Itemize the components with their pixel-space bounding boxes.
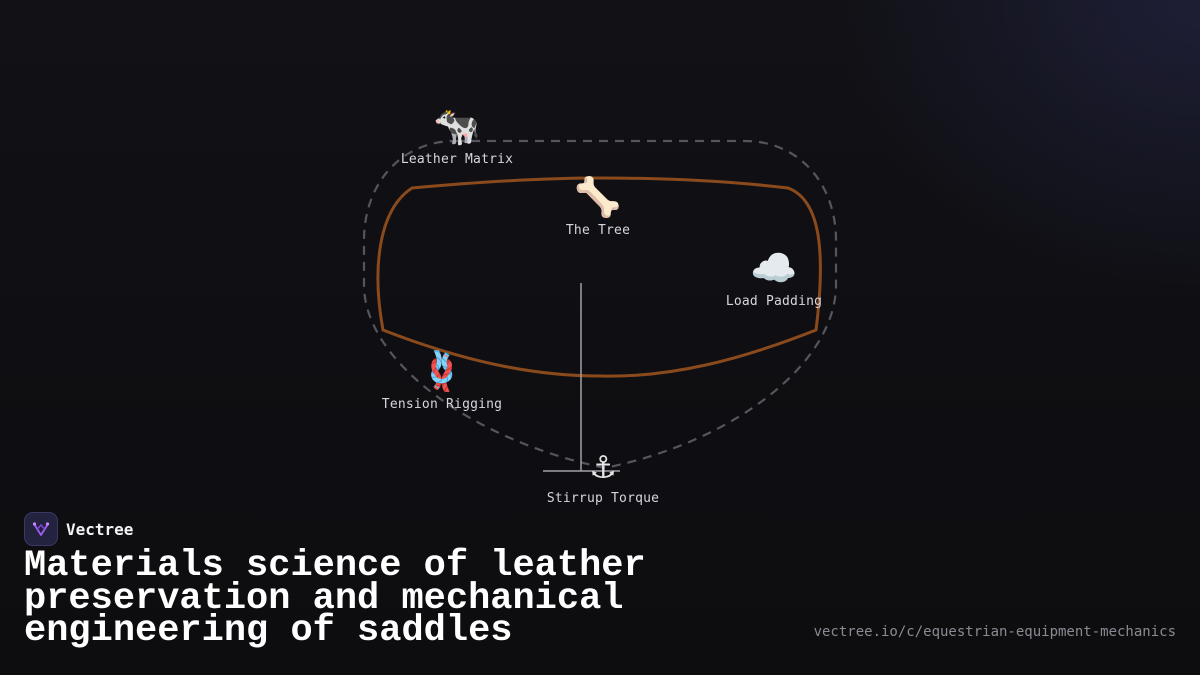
- node-label: Leather Matrix: [400, 152, 514, 167]
- brand-name: Vectree: [66, 519, 134, 539]
- node-load-padding: ☁️ Load Padding: [726, 246, 822, 309]
- anchor-icon: ⚓: [591, 443, 615, 487]
- cloud-icon: ☁️: [750, 246, 798, 290]
- knot-icon: 🪢: [418, 349, 466, 393]
- node-label: Stirrup Torque: [546, 491, 660, 506]
- node-label: The Tree: [565, 223, 631, 238]
- node-tension-rigging: 🪢 Tension Rigging: [382, 349, 502, 412]
- cow-icon: 🐄: [433, 104, 481, 148]
- saddle-seat-outline: [376, 176, 822, 378]
- source-url[interactable]: vectree.io/c/equestrian-equipment-mechan…: [813, 624, 1176, 640]
- vectree-logo-icon: [24, 512, 58, 546]
- brand[interactable]: Vectree: [24, 512, 133, 546]
- bone-icon: 🦴: [574, 175, 622, 219]
- outer-dashed-outline: [362, 139, 838, 470]
- node-stirrup-torque: ⚓ Stirrup Torque: [547, 443, 659, 506]
- node-leather-matrix: 🐄 Leather Matrix: [401, 104, 513, 167]
- node-label: Tension Rigging: [381, 397, 503, 412]
- node-label: Load Padding: [725, 294, 823, 309]
- page-title: Materials science of leather preservatio…: [24, 545, 646, 652]
- node-the-tree: 🦴 The Tree: [566, 175, 630, 238]
